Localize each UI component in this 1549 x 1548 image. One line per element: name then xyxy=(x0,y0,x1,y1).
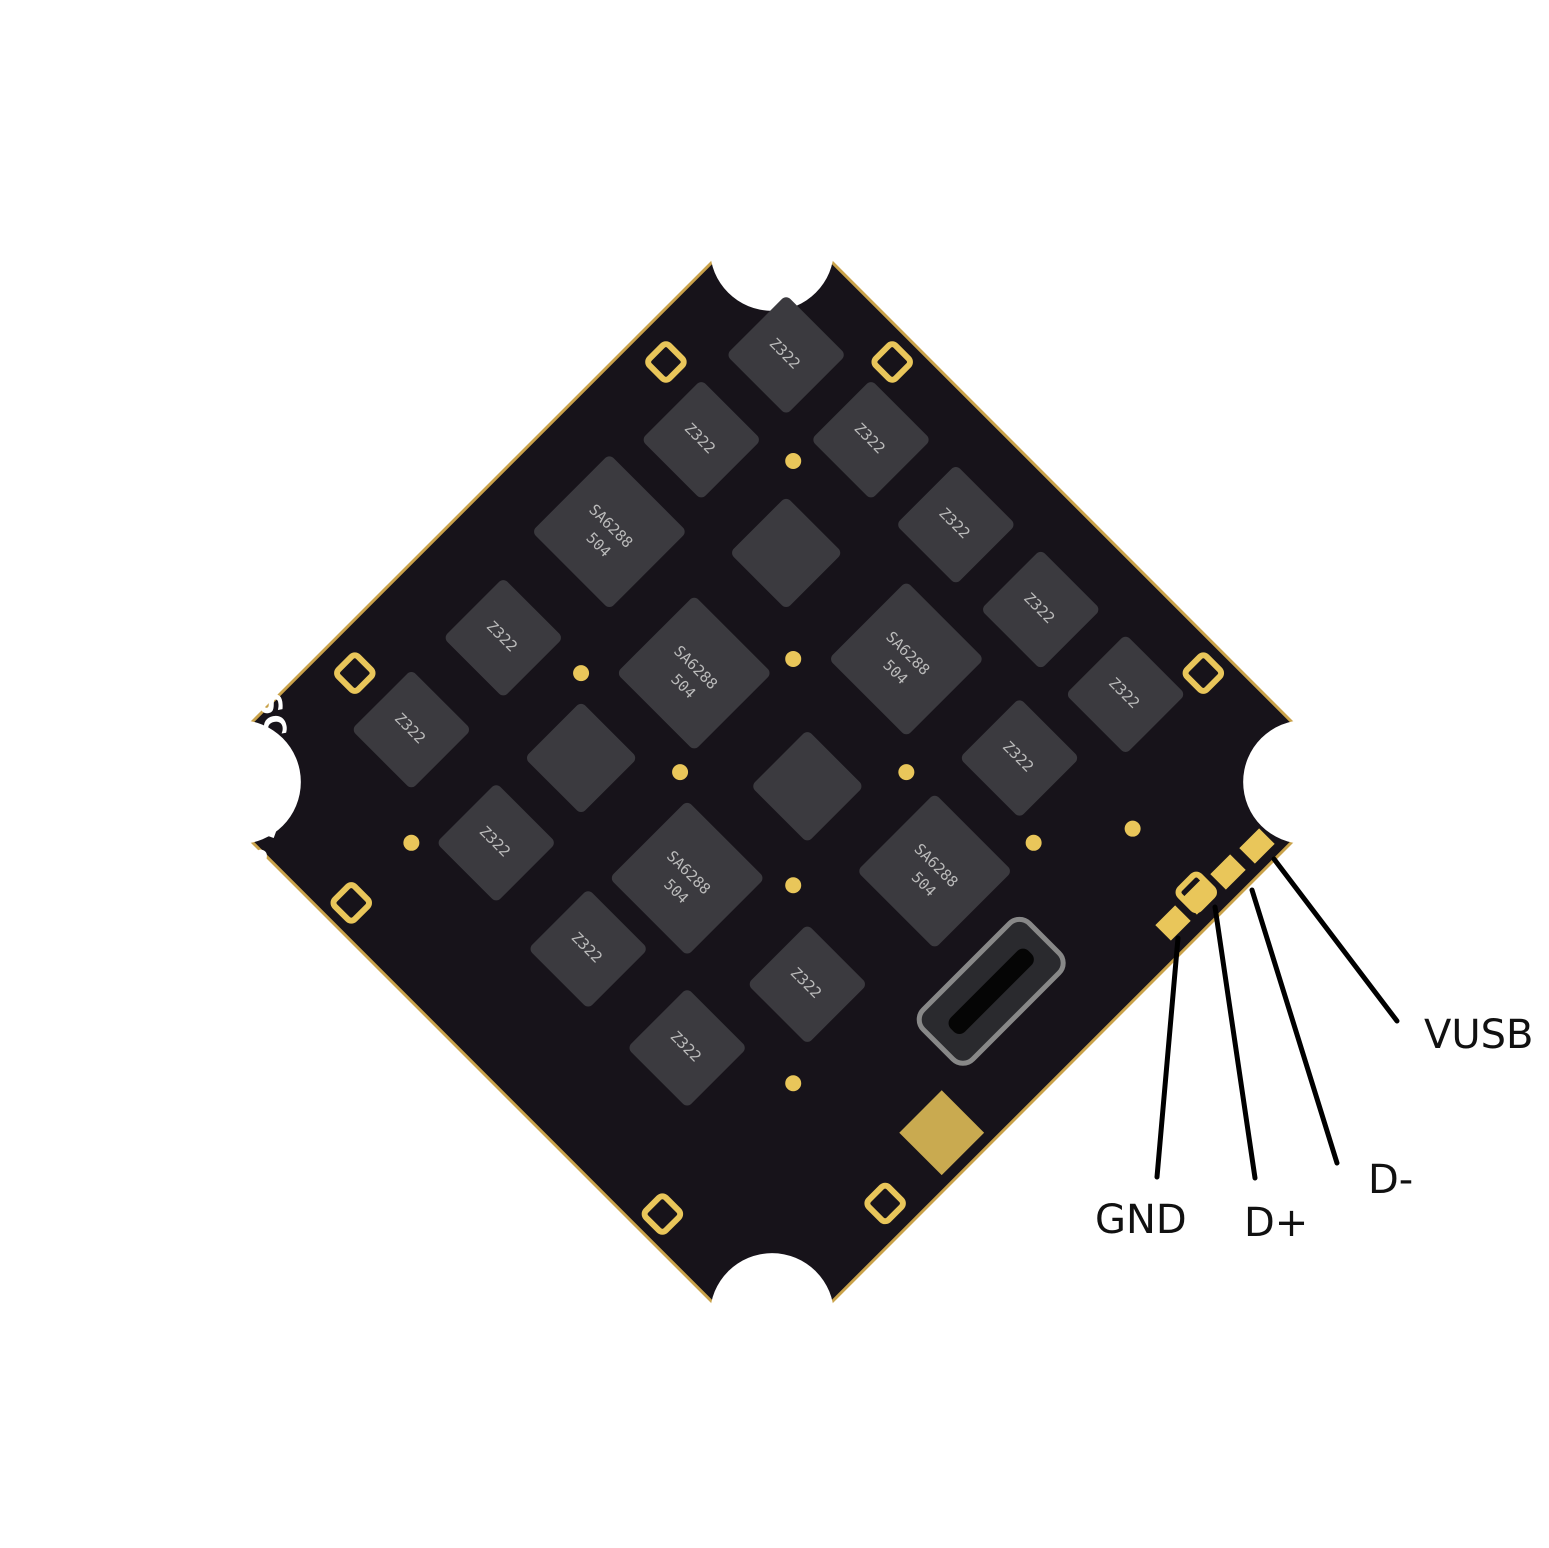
pad-gnd xyxy=(1155,905,1191,941)
chip-2 xyxy=(898,466,1014,583)
board-edge xyxy=(203,213,1341,1351)
chip-17 xyxy=(353,672,469,788)
leader-line-gnd xyxy=(1154,935,1181,1180)
via-pad-2 xyxy=(898,764,915,781)
chip-12 xyxy=(859,795,1010,947)
chip-18 xyxy=(438,785,554,901)
battery-pad xyxy=(899,1090,985,1176)
via-pad-5 xyxy=(785,877,802,894)
chip-10 xyxy=(618,597,770,749)
chip-15 xyxy=(611,802,763,954)
chip-9 xyxy=(534,456,685,607)
motor-pad-7 xyxy=(864,1182,906,1225)
via-pad-8 xyxy=(403,834,420,851)
label-gnd: GND xyxy=(1095,1197,1187,1243)
chip-4 xyxy=(1067,636,1184,752)
label-vusb: VUSB xyxy=(1424,1012,1533,1058)
pad-vusb xyxy=(1239,828,1275,864)
leader-line-dminus xyxy=(1249,887,1340,1166)
leader-line-dplus xyxy=(1212,904,1258,1181)
mount-hole-4 xyxy=(710,1253,834,1378)
via-pad-0 xyxy=(785,452,802,469)
chip-8 xyxy=(961,700,1078,816)
motor-pad-4 xyxy=(330,882,372,924)
chip-19 xyxy=(530,891,646,1007)
chip-1 xyxy=(813,382,929,498)
usb-port-opening xyxy=(948,948,1034,1034)
chip-6 xyxy=(732,498,841,607)
chip-13 xyxy=(445,580,561,696)
mount-hole-3 xyxy=(176,720,301,844)
chip-16 xyxy=(749,926,865,1042)
mount-hole-2 xyxy=(1243,720,1368,844)
leader-line-vusb xyxy=(1271,856,1400,1024)
chip-7 xyxy=(831,583,982,735)
via-pad-3 xyxy=(672,764,689,781)
chip-14 xyxy=(526,703,636,813)
chip-0 xyxy=(728,297,844,413)
via-pad-6 xyxy=(1025,834,1042,851)
label-dplus: D+ xyxy=(1244,1200,1308,1246)
flight-controller-board: Z322Z322Z322Z322Z322Z322SA6288504Z322SA6… xyxy=(176,186,1368,1378)
chip-5 xyxy=(643,382,759,498)
motor-pad-3 xyxy=(1182,652,1225,694)
via-pad-1 xyxy=(785,650,802,667)
chip-20 xyxy=(629,990,745,1106)
via-pad-7 xyxy=(785,1075,802,1092)
via-pad-9 xyxy=(1124,820,1141,837)
motor-pad-5 xyxy=(641,1193,684,1235)
mount-hole-1 xyxy=(710,186,834,311)
motor-pad-1 xyxy=(334,652,376,694)
motor-pad-0 xyxy=(645,341,687,383)
chip-11 xyxy=(753,732,862,841)
pad-dminus xyxy=(1210,854,1246,890)
pad-dplus xyxy=(1181,879,1217,915)
chip-3 xyxy=(983,551,1099,668)
motor-number-4: 4 xyxy=(672,226,712,266)
motor-pad-2 xyxy=(871,341,913,383)
via-pad-4 xyxy=(573,665,590,682)
usb-pads xyxy=(1155,828,1275,941)
label-dminus: D- xyxy=(1368,1157,1413,1203)
